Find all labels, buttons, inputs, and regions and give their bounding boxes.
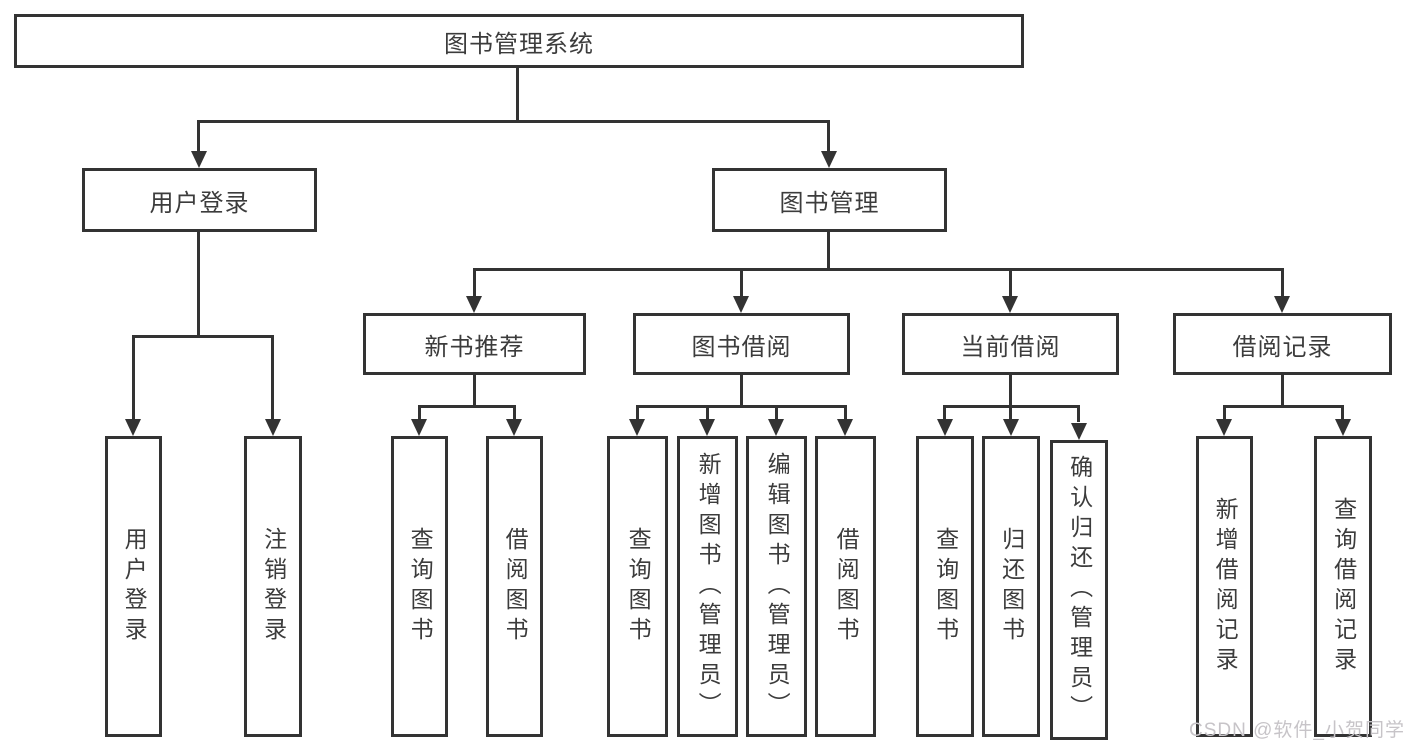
- connector-line: [1281, 268, 1284, 298]
- leaf-user-login: 用户登录: [105, 436, 162, 737]
- node-library-system: 图书管理系统: [14, 14, 1024, 68]
- arrow-down-icon: [1002, 296, 1018, 313]
- connector-line: [1077, 405, 1080, 422]
- node-label: 查询图书: [407, 526, 434, 647]
- arrow-down-icon: [1071, 423, 1087, 440]
- arrow-down-icon: [733, 296, 749, 313]
- connector-line: [132, 335, 274, 338]
- connector-line: [271, 335, 274, 422]
- node-label: 注销登录: [260, 526, 287, 647]
- node-label: 图书借阅: [691, 333, 792, 361]
- arrow-down-icon: [1216, 419, 1232, 436]
- arrow-down-icon: [466, 296, 482, 313]
- node-borrow-records: 借阅记录: [1173, 313, 1392, 375]
- connector-line: [132, 335, 135, 422]
- connector-line: [197, 232, 200, 338]
- node-label: 新增借阅记录: [1212, 496, 1239, 677]
- node-book-borrow: 图书借阅: [633, 313, 850, 375]
- connector-line: [473, 268, 476, 298]
- arrow-down-icon: [1335, 419, 1351, 436]
- node-label: 借阅图书: [833, 526, 860, 647]
- connector-line: [1223, 405, 1344, 408]
- node-label: 查询图书: [932, 526, 959, 647]
- connector-line: [740, 268, 743, 298]
- connector-line: [775, 405, 778, 422]
- node-label: 用户登录: [121, 526, 148, 647]
- connector-line: [740, 375, 743, 408]
- connector-line: [418, 405, 516, 408]
- connector-line: [706, 405, 709, 422]
- connector-line: [943, 405, 946, 422]
- connector-line: [197, 120, 200, 153]
- leaf-add-books-admin: 新增图书（管理员）: [677, 436, 738, 737]
- connector-line: [1009, 268, 1012, 298]
- connector-line: [827, 120, 830, 153]
- connector-line: [418, 405, 421, 422]
- leaf-borrow-books-2: 借阅图书: [815, 436, 876, 737]
- connector-line: [1009, 375, 1012, 408]
- node-book-management: 图书管理: [712, 168, 947, 232]
- node-label: 图书管理: [779, 189, 880, 217]
- node-label: 用户登录: [149, 189, 250, 217]
- leaf-edit-books-admin: 编辑图书（管理员）: [746, 436, 807, 737]
- arrow-down-icon: [191, 151, 207, 168]
- connector-line: [1009, 405, 1012, 422]
- arrow-down-icon: [411, 419, 427, 436]
- node-label: 归还图书: [998, 526, 1025, 647]
- node-current-borrow: 当前借阅: [902, 313, 1119, 375]
- connector-line: [473, 268, 1284, 271]
- connector-line: [636, 405, 847, 408]
- leaf-confirm-return-admin: 确认归还（管理员）: [1050, 440, 1108, 740]
- leaf-return-books: 归还图书: [982, 436, 1040, 737]
- arrow-down-icon: [837, 419, 853, 436]
- arrow-down-icon: [1003, 419, 1019, 436]
- connector-line: [636, 405, 639, 422]
- connector-line: [473, 375, 476, 408]
- node-label: 查询借阅记录: [1330, 496, 1357, 677]
- node-user-login: 用户登录: [82, 168, 317, 232]
- leaf-query-books-1: 查询图书: [391, 436, 448, 737]
- leaf-query-borrow-record: 查询借阅记录: [1314, 436, 1372, 737]
- node-label: 查询图书: [625, 526, 652, 647]
- arrow-down-icon: [768, 419, 784, 436]
- csdn-watermark: CSDN @软件_小贺同学: [1189, 720, 1405, 741]
- connector-line: [197, 120, 830, 123]
- node-label: 当前借阅: [960, 333, 1061, 361]
- node-label: 借阅图书: [502, 526, 529, 647]
- node-label: 图书管理系统: [444, 30, 594, 58]
- arrow-down-icon: [506, 419, 522, 436]
- node-label: 借阅记录: [1232, 333, 1333, 361]
- leaf-add-borrow-record: 新增借阅记录: [1196, 436, 1253, 737]
- arrow-down-icon: [265, 419, 281, 436]
- node-label: 编辑图书（管理员）: [764, 451, 791, 722]
- leaf-borrow-books-1: 借阅图书: [486, 436, 543, 737]
- node-new-book-recommend: 新书推荐: [363, 313, 586, 375]
- connector-line: [516, 68, 519, 123]
- arrow-down-icon: [821, 151, 837, 168]
- connector-line: [1223, 405, 1226, 422]
- leaf-query-books-3: 查询图书: [916, 436, 974, 737]
- node-label: 新增图书（管理员）: [695, 451, 722, 722]
- connector-line: [844, 405, 847, 422]
- arrow-down-icon: [125, 419, 141, 436]
- leaf-logout: 注销登录: [244, 436, 302, 737]
- connector-line: [1341, 405, 1344, 422]
- arrow-down-icon: [699, 419, 715, 436]
- connector-line: [827, 232, 830, 271]
- arrow-down-icon: [937, 419, 953, 436]
- node-label: 新书推荐: [424, 333, 525, 361]
- arrow-down-icon: [629, 419, 645, 436]
- arrow-down-icon: [1274, 296, 1290, 313]
- node-label: 确认归还（管理员）: [1066, 455, 1093, 725]
- connector-line: [1281, 375, 1284, 408]
- connector-line: [513, 405, 516, 422]
- leaf-query-books-2: 查询图书: [607, 436, 668, 737]
